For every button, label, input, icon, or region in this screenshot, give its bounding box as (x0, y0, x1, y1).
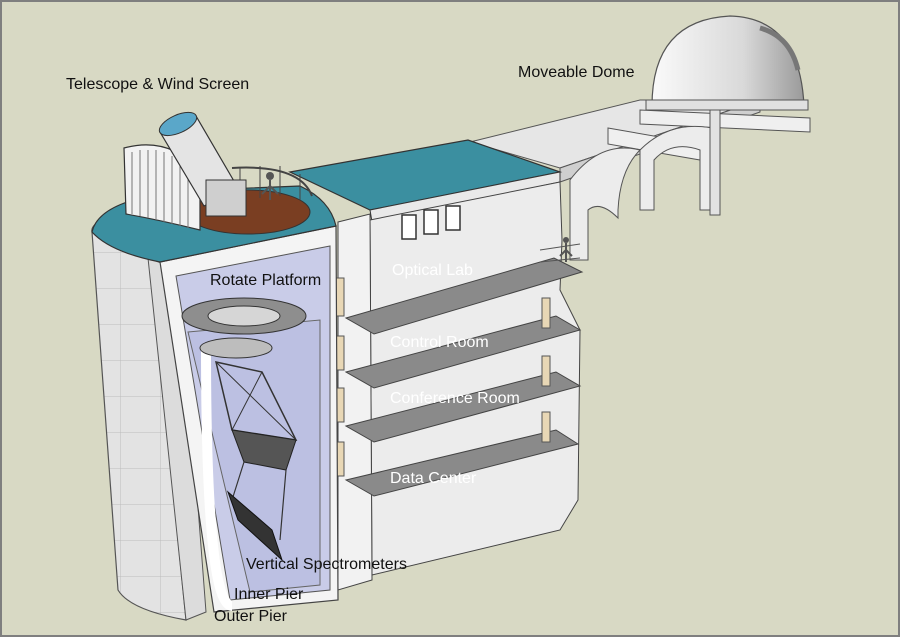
building (335, 181, 584, 591)
label-conference-room: Conference Room (390, 390, 520, 407)
label-optical-lab: Optical Lab (392, 262, 473, 279)
label-outer-pier: Outer Pier (214, 608, 287, 625)
label-telescope-wind-screen: Telescope & Wind Screen (66, 76, 250, 93)
moveable-dome (645, 15, 809, 111)
label-vertical-spectrometers: Vertical Spectrometers (246, 556, 407, 573)
person-figure (539, 237, 581, 263)
label-data-center: Data Center (390, 470, 477, 487)
telescope-deck (91, 111, 337, 263)
label-control-room: Control Room (390, 334, 489, 351)
label-inner-pier: Inner Pier (234, 586, 304, 603)
label-moveable-dome: Moveable Dome (518, 64, 635, 81)
rotate-platform (181, 297, 307, 359)
bridge (468, 99, 811, 261)
building-roof (288, 139, 563, 223)
label-rotate-platform: Rotate Platform (210, 272, 322, 289)
spectrometer-truss (214, 361, 298, 562)
